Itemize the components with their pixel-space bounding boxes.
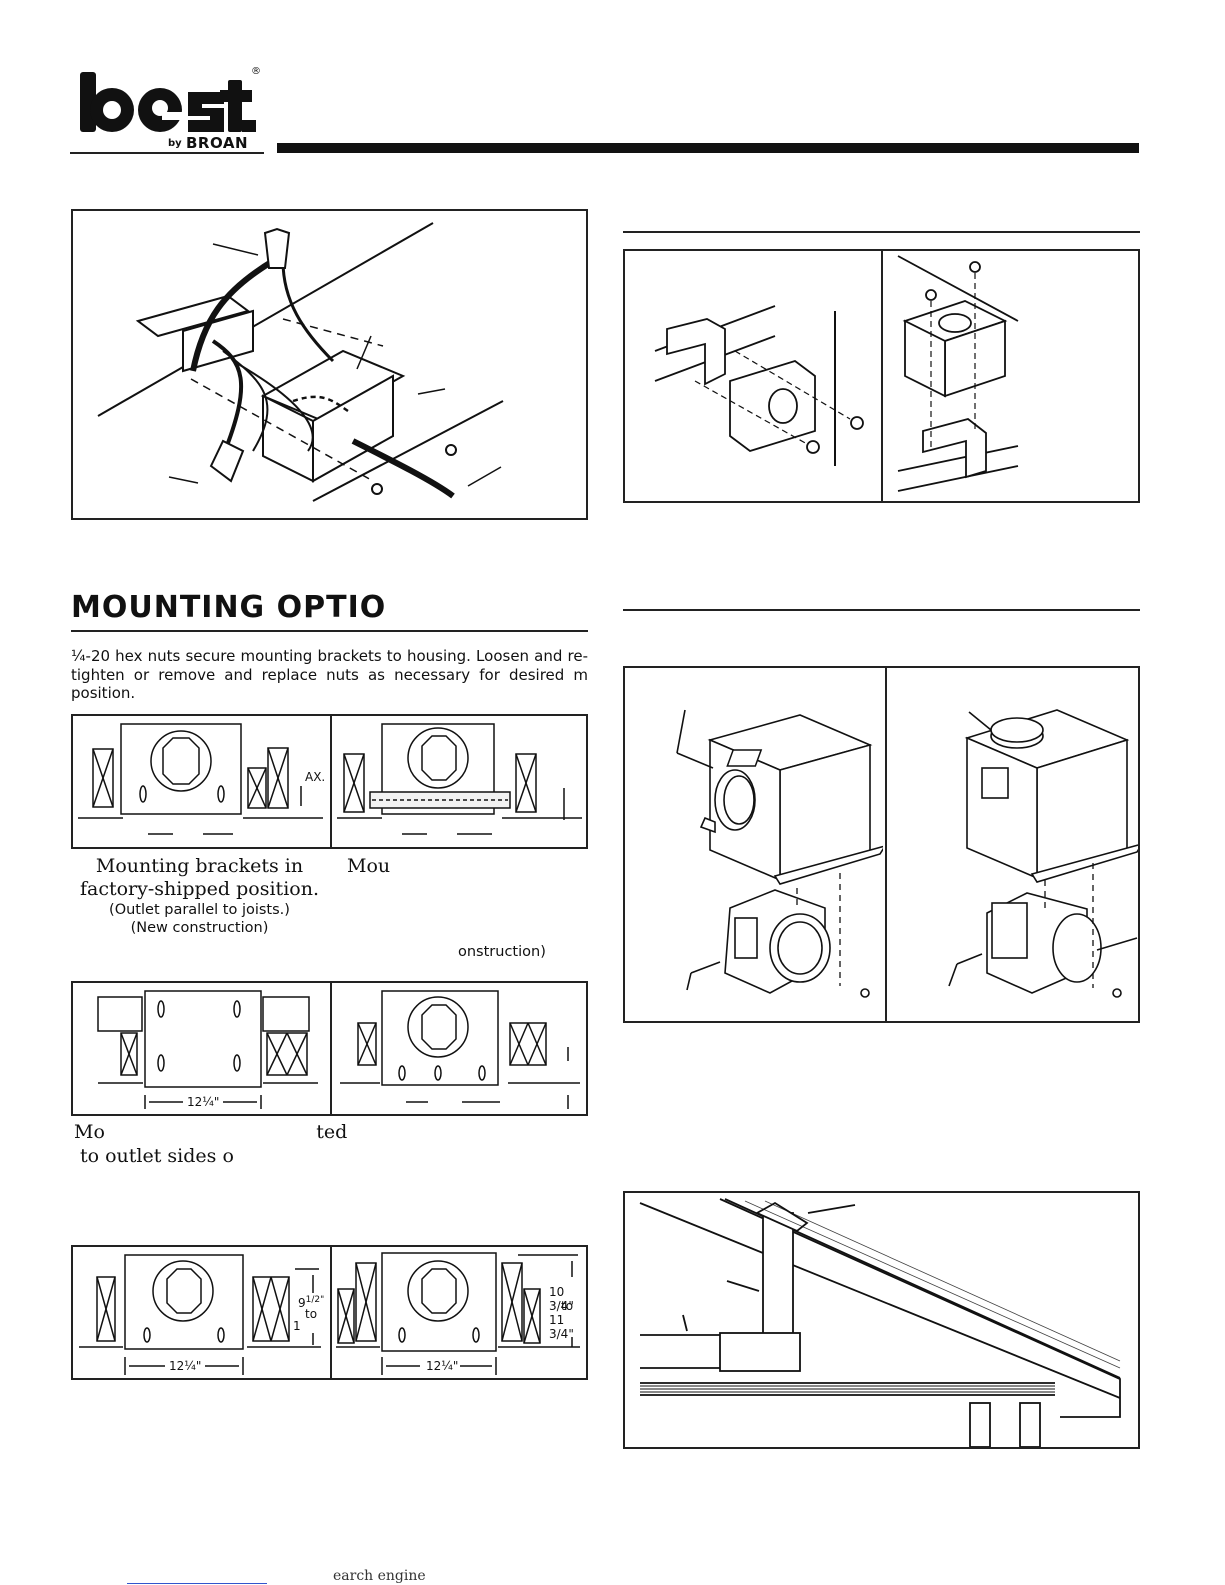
row3-left-illustration [79, 1254, 321, 1375]
header-left-rule [70, 152, 264, 154]
housing-divider [885, 668, 887, 1021]
bracket-right-illustration [897, 255, 1019, 492]
bracket-left-illustration [654, 305, 864, 466]
housing-left-illustration [676, 709, 883, 998]
mounting-title-rule [71, 630, 588, 632]
row1-right-caption-4: onstruction) [458, 944, 546, 960]
panel-divider [881, 251, 883, 501]
logo-mark [80, 72, 256, 132]
right-middle-rule [623, 609, 1140, 611]
right-top-rule [623, 231, 1140, 233]
row2-width-label: 12¼" [187, 1095, 220, 1109]
row3-right-width-label: 12¼" [426, 1359, 459, 1373]
row1-right-caption-1: Mou [347, 855, 391, 877]
bracket-diagram-panel [623, 249, 1140, 503]
roof-installation-diagram [623, 1191, 1140, 1449]
row3-left-height-bottom: 1 [293, 1319, 301, 1333]
row2-divider [330, 983, 332, 1114]
header-right-rule [277, 143, 1139, 153]
logo-by: by [168, 138, 182, 149]
row3-left-height-whole: 9 [298, 1296, 306, 1310]
row3-right-height-to: to [561, 1299, 574, 1313]
row1-left-caption-1: Mounting brackets in [95, 855, 304, 877]
row1-max-label: AX. [305, 770, 326, 784]
row3-left-height-top: 91/2" [298, 1295, 324, 1310]
roof-illustration [639, 1198, 1121, 1447]
logo-brand: BROAN [186, 134, 248, 152]
housing-diagram-panel [623, 666, 1140, 1023]
row1-divider [330, 716, 332, 847]
mounting-row3-panel: 12¼" 91/2" to 1 12¼" 10 3/4 [71, 1245, 588, 1380]
wiring-diagram [71, 209, 588, 520]
row3-right-height-bottom: 11 3/4" [549, 1313, 574, 1341]
footer-text: earch engine [333, 1568, 426, 1584]
mounting-options-title: MOUNTING OPTIO [71, 590, 387, 625]
row3-right-illustration [336, 1252, 580, 1375]
brand-logo: ® by BROAN [70, 62, 280, 157]
row2-right-illustration [340, 990, 580, 1109]
row3-divider [330, 1247, 332, 1378]
wiring-illustration [97, 222, 504, 502]
row1-left-caption-4: (New construction) [130, 920, 269, 936]
footer-link-underline[interactable] [127, 1583, 267, 1584]
mounting-intro-text: ¼-20 hex nuts secure mounting brackets t… [71, 647, 588, 702]
row1-left-caption-3: (Outlet parallel to joists.) [109, 902, 290, 918]
row2-caption-1: Mo ted [74, 1121, 348, 1143]
mounting-row1-panel: AX. [71, 714, 588, 849]
row1-left-illustration [78, 723, 323, 835]
row3-left-height-fraction: 1/2" [305, 1295, 325, 1305]
row2-left-illustration [97, 990, 318, 1109]
mounting-row2-panel: 12¼" [71, 981, 588, 1116]
row3-left-height-to: to [305, 1307, 318, 1321]
row1-left-caption-2: factory-shipped position. [79, 878, 319, 900]
row2-caption-2: to outlet sides o [80, 1145, 234, 1167]
row3-right-height-top: 10 3/4" [549, 1285, 574, 1313]
row1-right-illustration [337, 723, 582, 835]
row3-left-width-label: 12¼" [169, 1359, 202, 1373]
registered-mark: ® [251, 66, 261, 77]
housing-right-illustration [948, 709, 1138, 998]
